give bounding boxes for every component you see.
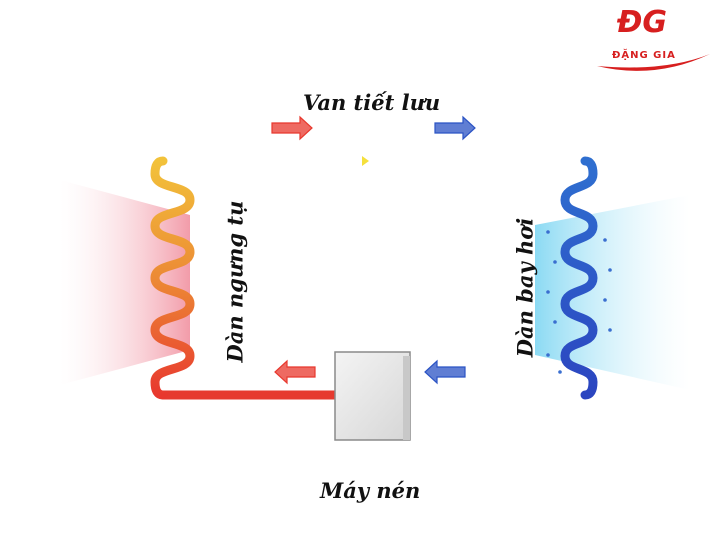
droplet [608,328,612,332]
compressor-unit [334,351,411,441]
cold-air-fan [535,195,690,390]
droplet [553,260,557,264]
logo-name: ĐẶNG GIA [612,50,676,61]
svg-text:ĐG: ĐG [616,5,667,40]
droplet [546,353,550,357]
cold-droplets [546,230,612,374]
droplet [603,298,607,302]
flow-arrow-left-icon [424,359,466,385]
droplet [558,370,562,374]
condenser-coil [150,156,195,400]
droplet [546,230,550,234]
condenser-label: Dàn ngưng tụ [222,200,248,363]
evaporator-label: Dàn bay hơi [512,217,538,358]
flow-arrow-right-icon [434,115,476,141]
droplet [608,268,612,272]
expansion-valve-icon [362,156,369,166]
droplet [603,238,607,242]
evaporator-coil [560,156,598,400]
droplet [546,290,550,294]
compressor-label: Máy nén [320,478,421,503]
flow-arrow-left-icon [274,359,316,385]
droplet [553,320,557,324]
flow-arrow-right-icon [271,115,313,141]
dang-gia-logo: ĐG [597,5,710,71]
expansion-valve-label: Van tiết lưu [303,90,441,115]
compressor-side [403,356,410,440]
